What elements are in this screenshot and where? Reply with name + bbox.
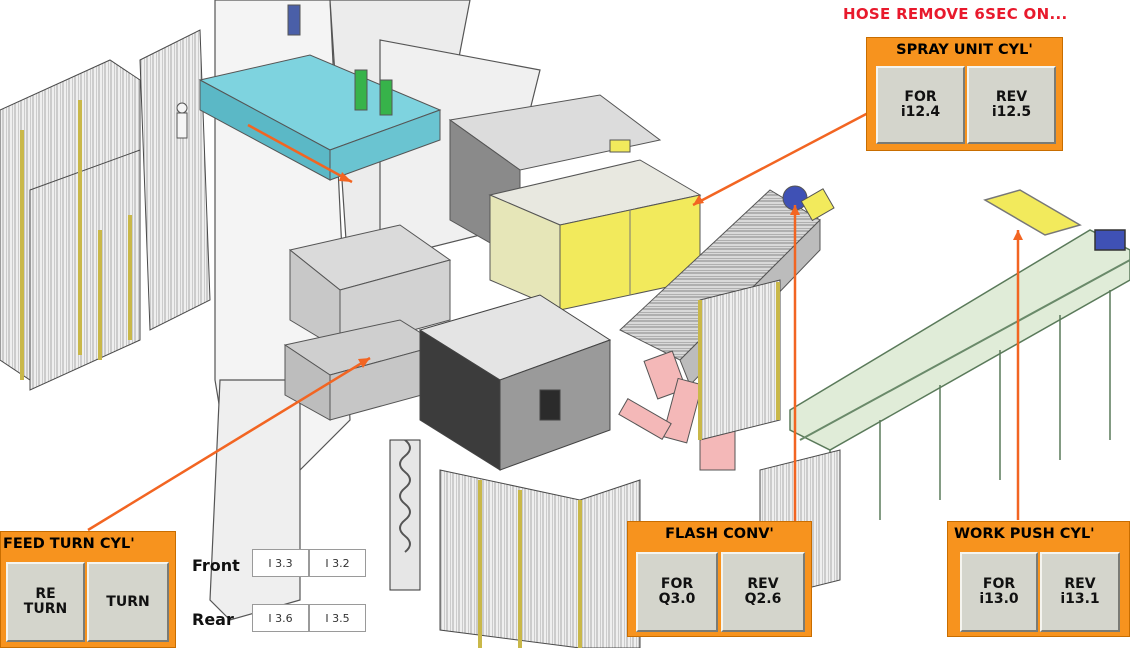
front-sensor-2: I 3.2 bbox=[309, 549, 366, 577]
spray-unit-rev-label: REV bbox=[995, 89, 1028, 105]
feed-turn-turn-label: TURN bbox=[106, 593, 150, 610]
feed-turn-return-line1: RE bbox=[35, 586, 56, 602]
feeder-column bbox=[389, 439, 421, 591]
rear-sensor-1: I 3.6 bbox=[252, 604, 309, 632]
flash-conv-rev-button[interactable]: REV Q2.6 bbox=[721, 552, 805, 632]
feed-turn-turn-button[interactable]: TURN bbox=[87, 562, 169, 642]
feed-turn-return-line2: TURN bbox=[23, 601, 68, 617]
central-housing bbox=[418, 294, 612, 471]
flash-conv-title: FLASH CONV' bbox=[665, 526, 774, 542]
right-fence-posts bbox=[478, 282, 780, 648]
feed-turn-return-button[interactable]: RE TURN bbox=[6, 562, 85, 642]
work-push-panel: WORK PUSH CYL' FOR i13.0 REV i13.1 bbox=[947, 521, 1130, 637]
spray-unit-rev-button[interactable]: REV i12.5 bbox=[967, 66, 1056, 144]
fence-posts bbox=[20, 100, 132, 380]
work-push-title: WORK PUSH CYL' bbox=[954, 526, 1095, 542]
spray-unit-for-label: FOR bbox=[904, 89, 937, 105]
feed-turn-panel: FEED TURN CYL' RE TURN TURN bbox=[0, 531, 176, 648]
status-message: HOSE REMOVE 6SEC ON... bbox=[843, 5, 1068, 23]
blue-top-unit bbox=[198, 4, 442, 181]
work-push-rev-address: i13.1 bbox=[1060, 591, 1100, 607]
flash-conv-rev-address: Q2.6 bbox=[744, 591, 782, 607]
work-push-rev-button[interactable]: REV i13.1 bbox=[1040, 552, 1120, 632]
front-sensor-1: I 3.3 bbox=[252, 549, 309, 577]
work-push-rev-label: REV bbox=[1064, 576, 1096, 592]
front-sensor-label: Front bbox=[192, 556, 240, 575]
spray-unit-for-address: i12.4 bbox=[900, 104, 941, 120]
pointer-lines bbox=[87, 110, 1020, 532]
safety-fence-left bbox=[0, 29, 211, 391]
operator-figure bbox=[176, 102, 188, 139]
flash-conv-rev-label: REV bbox=[747, 576, 779, 592]
rear-sensor-2: I 3.5 bbox=[309, 604, 366, 632]
flash-conv-for-label: FOR bbox=[660, 576, 694, 592]
feed-turn-title: FEED TURN CYL' bbox=[3, 536, 135, 552]
die-block bbox=[283, 224, 452, 421]
flash-conv-for-button[interactable]: FOR Q3.0 bbox=[636, 552, 718, 632]
work-push-for-address: i13.0 bbox=[979, 591, 1019, 607]
flash-conv-panel: FLASH CONV' FOR Q3.0 REV Q2.6 bbox=[627, 521, 812, 637]
spray-unit-title: SPRAY UNIT CYL' bbox=[896, 42, 1033, 58]
rear-sensor-label: Rear bbox=[192, 610, 234, 629]
work-push-for-button[interactable]: FOR i13.0 bbox=[960, 552, 1038, 632]
spray-unit-panel: SPRAY UNIT CYL' FOR i12.4 REV i12.5 bbox=[866, 37, 1063, 151]
spray-unit-rev-address: i12.5 bbox=[991, 104, 1032, 120]
flash-conv-for-address: Q3.0 bbox=[658, 591, 696, 607]
work-push-for-label: FOR bbox=[982, 576, 1016, 592]
spray-unit bbox=[448, 94, 702, 311]
spray-unit-for-button[interactable]: FOR i12.4 bbox=[876, 66, 965, 144]
pointer-arrowheads bbox=[339, 172, 1023, 368]
output-conveyor bbox=[789, 189, 1130, 540]
